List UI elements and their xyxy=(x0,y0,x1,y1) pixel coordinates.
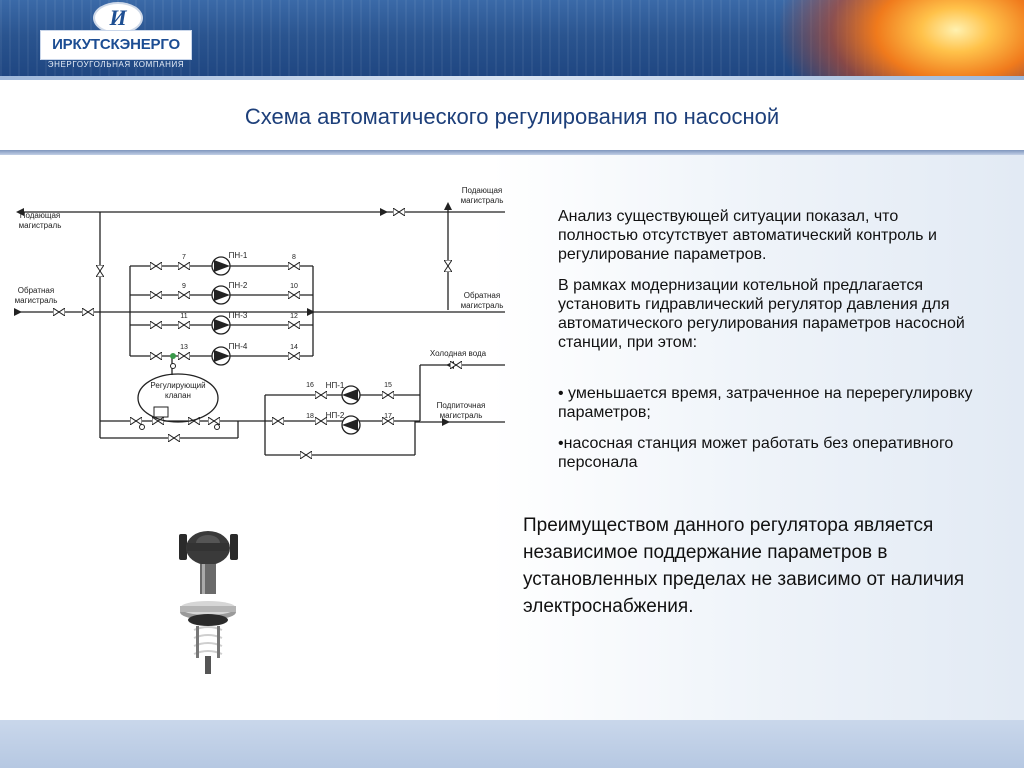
valve-number-labels: 7 8 9 10 11 12 13 14 16 15 18 17 xyxy=(180,254,392,420)
valve-number-11: 11 xyxy=(180,313,187,320)
logo-letter: И xyxy=(109,5,127,30)
label-pump-pn1: ПН-1 xyxy=(229,251,248,260)
analysis-paragraph-2: В рамках модернизации котельной предлага… xyxy=(558,277,965,351)
valve-number-15: 15 xyxy=(384,382,392,389)
header-divider xyxy=(0,76,1024,80)
analysis-bullet-1: • уменьшается время, затраченное на пере… xyxy=(558,385,973,421)
analysis-paragraph-1: Анализ существующей ситуации показал, чт… xyxy=(558,208,937,263)
valve-number-17: 17 xyxy=(384,413,392,420)
valve-number-16: 16 xyxy=(306,382,314,389)
label-valve-2: клапан xyxy=(165,391,191,400)
pump-symbols xyxy=(211,256,361,435)
company-tagline: ЭНЕРГОУГОЛЬНАЯ КОМПАНИЯ xyxy=(47,60,185,69)
label-return-right-2: магистраль xyxy=(461,301,504,310)
title-divider xyxy=(0,150,1024,155)
valve-number-12: 12 xyxy=(290,313,298,320)
header-light-flare xyxy=(780,0,1024,80)
label-makeup-2: магистраль xyxy=(440,411,483,420)
label-supply-left-1: Подающая xyxy=(20,211,61,220)
pressure-regulator-photo xyxy=(179,531,238,674)
footer-band xyxy=(0,720,1024,768)
label-pump-pn2: ПН-2 xyxy=(229,281,248,290)
label-return-left-1: Обратная xyxy=(18,286,54,295)
valve-number-7: 7 xyxy=(182,254,186,261)
advantage-statement: Преимуществом данного регулятора являетс… xyxy=(523,515,965,617)
valve-number-10: 10 xyxy=(290,283,298,290)
label-pump-pn3: ПН-3 xyxy=(229,311,248,320)
slide-title: Схема автоматического регулирования по н… xyxy=(244,104,780,129)
valve-number-14: 14 xyxy=(290,344,298,351)
label-supply-left-2: магистраль xyxy=(19,221,62,230)
label-pump-pn4: ПН-4 xyxy=(229,342,248,351)
valve-number-8: 8 xyxy=(292,254,296,261)
label-pump-np2: НП-2 xyxy=(326,411,345,420)
pump-station-diagram: Подающая магистраль Обратная магистраль … xyxy=(14,186,505,459)
label-makeup-1: Подпиточная xyxy=(437,401,486,410)
valve-number-18: 18 xyxy=(306,413,314,420)
valve-number-13: 13 xyxy=(180,344,188,351)
company-logo: ИРКУТСКЭНЕРГО xyxy=(40,30,192,60)
analysis-bullet-2: •насосная станция может работать без опе… xyxy=(558,435,954,471)
company-logo-emblem: И xyxy=(93,2,143,34)
label-cold-water: Холодная вода xyxy=(430,349,487,358)
label-supply-right-2: магистраль xyxy=(461,196,504,205)
label-pump-np1: НП-1 xyxy=(326,381,345,390)
label-supply-right-1: Подающая xyxy=(462,186,503,195)
company-name: ИРКУТСКЭНЕРГО xyxy=(52,36,180,53)
header-banner: И ИРКУТСКЭНЕРГО ЭНЕРГОУГОЛЬНАЯ КОМПАНИЯ xyxy=(0,0,1024,80)
regulating-valve-symbol xyxy=(137,353,220,430)
valve-number-9: 9 xyxy=(182,283,186,290)
diagram-labels: Подающая магистраль Обратная магистраль … xyxy=(15,186,504,420)
label-return-right-1: Обратная xyxy=(464,291,500,300)
label-valve-1: Регулирующий xyxy=(150,381,205,390)
pipe-lines xyxy=(20,205,505,456)
label-return-left-2: магистраль xyxy=(15,296,58,305)
